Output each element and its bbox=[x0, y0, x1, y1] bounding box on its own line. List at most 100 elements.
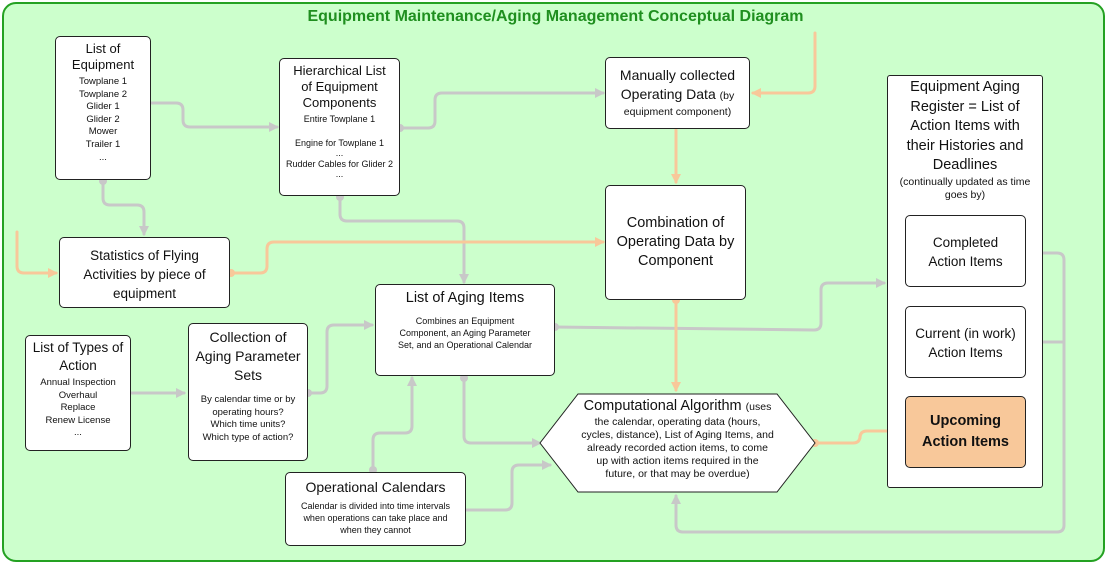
equipment-item: Glider 1 bbox=[86, 101, 120, 113]
aging-items-desc-3: Set, and an Operational Calendar bbox=[397, 340, 533, 350]
calendars-title: Operational Calendars bbox=[305, 479, 446, 495]
list-of-aging-items-box: List of Aging Items Combines an Equipmen… bbox=[375, 284, 555, 376]
manual-title-3: equipment component) bbox=[623, 106, 732, 118]
equipment-item: Mower bbox=[88, 126, 118, 138]
diagram-title: Equipment Maintenance/Aging Management C… bbox=[307, 8, 804, 25]
list-of-equipment-title-1: List of bbox=[85, 41, 121, 56]
component-item: ... bbox=[335, 169, 344, 179]
manual-title-1: Manually collected bbox=[619, 67, 736, 83]
connector-equipment-to-hierarchical bbox=[149, 101, 279, 132]
register-title-4: their Histories and bbox=[906, 137, 1024, 154]
computational-algorithm-text: Computational Algorithm (uses the calend… bbox=[552, 398, 803, 481]
algorithm-title-suffix: (uses bbox=[745, 401, 772, 413]
combination-title-1: Combination of bbox=[626, 215, 725, 231]
equipment-item: Glider 2 bbox=[86, 113, 120, 125]
connector-aging-items-to-algorithm bbox=[462, 373, 542, 448]
parameter-title-1: Collection of bbox=[209, 329, 287, 345]
parameter-question: operating hours? bbox=[212, 406, 284, 418]
parameter-title-3: Sets bbox=[233, 367, 262, 383]
current-action-items-box: Current (in work) Action Items bbox=[905, 306, 1026, 378]
statistics-title-2: Activities by piece of bbox=[83, 267, 206, 282]
combination-box: Combination of Operating Data by Compone… bbox=[605, 185, 746, 300]
aging-items-desc-2: Component, an Aging Parameter bbox=[399, 328, 531, 338]
calendars-desc-3: when they cannot bbox=[340, 525, 411, 535]
manual-title-2-row: Operating Data (by bbox=[606, 85, 749, 106]
component-item: ... bbox=[335, 148, 344, 158]
component-item: Engine for Towplane 1 bbox=[295, 138, 384, 148]
upcoming-action-items-box: Upcoming Action Items bbox=[905, 396, 1026, 468]
register-title-1: Equipment Aging bbox=[910, 79, 1020, 95]
register-title-5: Deadlines bbox=[932, 157, 998, 173]
action-type-item: Annual Inspection bbox=[40, 377, 116, 388]
algorithm-title-row: Computational Algorithm (uses bbox=[552, 398, 803, 416]
hierarchical-title-2: of Equipment bbox=[301, 79, 378, 94]
types-of-action-box: List of Types of Action Annual Inspectio… bbox=[25, 335, 131, 451]
statistics-title-3: equipment bbox=[112, 286, 177, 301]
register-note-1: (continually updated as time bbox=[899, 175, 1031, 188]
statistics-title-1: Statistics of Flying bbox=[90, 248, 199, 263]
current-line-1: Current (in work) bbox=[915, 326, 1016, 341]
completed-line-1: Completed bbox=[932, 235, 999, 250]
completed-action-items-box: Completed Action Items bbox=[905, 215, 1026, 287]
connector-register-feedback bbox=[671, 251, 1066, 534]
operational-calendars-box: Operational Calendars Calendar is divide… bbox=[285, 472, 466, 546]
flow-algorithm-to-upcoming bbox=[813, 426, 904, 445]
connector-calendars-to-algorithm bbox=[464, 460, 552, 512]
calendars-desc-1: Calendar is divided into time intervals bbox=[300, 501, 451, 511]
manual-title-2b: (by bbox=[719, 90, 735, 102]
register-title-2: Register = List of bbox=[910, 98, 1020, 115]
manual-title-2: Operating Data bbox=[620, 86, 716, 102]
list-of-equipment-box: List of Equipment Towplane 1 Towplane 2 … bbox=[55, 36, 151, 180]
aging-parameter-sets-box: Collection of Aging Parameter Sets By ca… bbox=[188, 323, 308, 461]
hierarchical-title-3: Components bbox=[302, 95, 377, 110]
hierarchical-title-1: Hierarchical List bbox=[293, 63, 386, 78]
parameter-question: By calendar time or by bbox=[200, 394, 296, 405]
computational-algorithm-shape bbox=[539, 393, 816, 493]
connector-aging-items-to-register bbox=[552, 278, 886, 332]
algorithm-desc-1: the calendar, operating data (hours, bbox=[594, 416, 761, 428]
aging-items-desc-1: Combines an Equipment bbox=[415, 316, 515, 326]
algorithm-desc-2: cycles, distance), List of Aging Items, … bbox=[581, 429, 774, 441]
component-item: Rudder Cables for Glider 2 bbox=[285, 159, 394, 169]
statistics-box: Statistics of Flying Activities by piece… bbox=[59, 237, 230, 308]
equipment-item: Trailer 1 bbox=[85, 138, 121, 150]
connector-hierarchical-to-manual bbox=[398, 88, 605, 130]
upcoming-line-2: Action Items bbox=[921, 434, 1009, 450]
connector-hierarchical-to-aging-items bbox=[338, 194, 469, 284]
equipment-item: Towplane 2 bbox=[78, 88, 128, 100]
action-type-item: Replace bbox=[60, 402, 96, 414]
algorithm-desc-4: up with action items required in the bbox=[596, 455, 759, 467]
aging-items-title: List of Aging Items bbox=[405, 290, 525, 306]
flow-statistics-to-combination bbox=[229, 237, 605, 275]
register-note-2: goes by) bbox=[944, 188, 986, 201]
equipment-item: Towplane 1 bbox=[78, 76, 128, 87]
flow-external-to-manual bbox=[751, 31, 817, 98]
equipment-item: ... bbox=[99, 151, 107, 163]
list-of-equipment-title-2: Equipment bbox=[71, 57, 135, 72]
types-title-1: List of Types of bbox=[32, 340, 124, 355]
parameter-title-2: Aging Parameter bbox=[195, 348, 301, 364]
algorithm-title: Computational Algorithm bbox=[583, 398, 742, 414]
algorithm-desc-3: already recorded action items, to come bbox=[587, 442, 768, 454]
hierarchical-list-box: Hierarchical List of Equipment Component… bbox=[279, 58, 400, 196]
action-type-item: Overhaul bbox=[58, 389, 98, 401]
action-type-item: Renew License bbox=[45, 414, 111, 426]
register-title-3: Action Items with bbox=[910, 118, 1020, 134]
parameter-question: Which type of action? bbox=[202, 431, 294, 443]
component-item: Entire Towplane 1 bbox=[303, 114, 376, 124]
calendars-desc-2: when operations can take place and bbox=[303, 513, 448, 523]
combination-title-2: Operating Data by bbox=[616, 234, 735, 250]
manually-collected-box: Manually collected Operating Data (by eq… bbox=[605, 57, 750, 129]
flow-external-to-statistics bbox=[15, 230, 58, 278]
upcoming-line-1: Upcoming bbox=[930, 413, 1001, 429]
connector-equipment-to-statistics bbox=[101, 178, 149, 236]
types-title-2: Action bbox=[59, 358, 97, 373]
connector-parameters-to-aging-items bbox=[306, 320, 374, 395]
current-line-2: Action Items bbox=[928, 345, 1003, 360]
algorithm-desc-5: future, or that may be overdue) bbox=[605, 468, 750, 480]
anchor-dot bbox=[460, 374, 468, 382]
parameter-question: Which time units? bbox=[210, 419, 286, 431]
completed-line-2: Action Items bbox=[928, 254, 1003, 269]
